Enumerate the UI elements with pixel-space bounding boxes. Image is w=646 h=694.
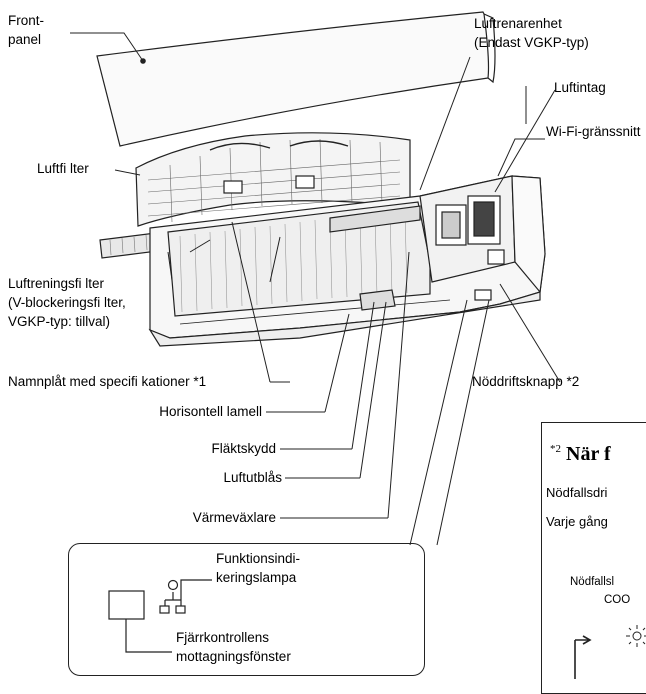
emergency-info-panel: *2 När f Nödfallsdri Varje gång Nödfalls… [541,422,646,694]
inset-indicator-symbols [108,579,212,653]
emergency-panel-line2: Varje gång [546,514,608,529]
emergency-panel-small1: Nödfallsl [570,576,615,588]
label-purify-filter-line1: Luftreningsfi lter [8,276,105,291]
title-text: När f [566,443,611,465]
label-air-filter: Luftfi lter [37,161,89,176]
label-fan-guard: Fläktskydd [211,441,276,456]
indicator-inset-box [68,543,425,676]
label-air-purifier-line1: Luftrenarenhet [474,16,562,31]
indoor-unit-body [148,175,546,347]
label-nameplate: Namnplåt med specifi kationer *1 [8,374,207,389]
title-note: *2 [550,443,561,455]
label-remote-window-line1: Fjärrkontrollens [176,630,270,645]
label-remote-window-line2: mottagningsfönster [176,649,291,664]
emergency-panel-line1: Nödfallsdri [546,485,608,500]
label-air-outlet: Luftutblås [223,470,282,485]
side-panel-graphic [574,625,646,679]
label-air-purifier-line2: (Endast VGKP-typ) [474,35,589,50]
label-front-panel-line2: panel [8,32,42,47]
label-purify-filter-line3: VGKP-typ: tillval) [8,314,111,329]
label-front-panel-line1: Front- [8,13,45,28]
air-filter-shape [135,132,411,227]
emergency-panel-title: *2 När f [550,443,611,466]
emergency-panel-small2: COO [604,594,631,606]
label-emergency-button: Nöddriftsknapp *2 [472,374,580,389]
label-indicator-line1: Funktionsindi- [216,551,301,566]
label-indicator-line2: keringslampa [216,570,297,585]
label-wifi-interface: Wi-Fi-gränssnitt [546,124,641,139]
leader-lines [70,32,561,546]
label-purify-filter-line2: (V-blockeringsfi lter, [8,295,126,310]
front-panel-shape [96,11,496,147]
label-horizontal-louver: Horisontell lamell [159,404,262,419]
label-heat-exchanger: Värmeväxlare [192,510,276,525]
air-conditioner-drawing [70,11,646,679]
label-air-intake: Luftintag [554,80,606,95]
